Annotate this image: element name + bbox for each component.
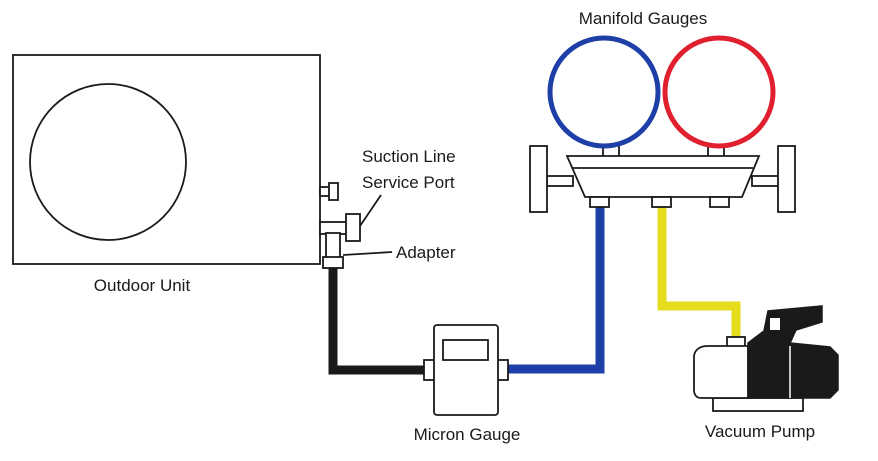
- manifold-low-port: [589, 196, 610, 208]
- manifold-center-port: [651, 196, 672, 208]
- vacuum-pump-motor: [747, 305, 839, 399]
- micron-gauge-label: Micron Gauge: [414, 425, 521, 444]
- micron-gauge-body: [433, 324, 499, 416]
- right-valve-knob: [777, 145, 796, 213]
- manifold-body: [565, 155, 761, 198]
- vacuum-pump-handle-gap: [770, 318, 780, 330]
- vacuum-pump-label: Vacuum Pump: [705, 422, 815, 441]
- manifold-high-port: [709, 196, 730, 208]
- manifold-gauges-label: Manifold Gauges: [579, 9, 708, 28]
- outdoor-unit: [12, 54, 321, 265]
- upper-port-cap: [328, 182, 339, 201]
- adapter-label: Adapter: [396, 243, 456, 262]
- adapter-body: [325, 232, 341, 259]
- micron-gauge: [423, 324, 509, 416]
- suction-port-leader: [359, 194, 382, 227]
- yellow-hose: [657, 205, 741, 340]
- blue-hose: [504, 205, 605, 374]
- adapter-leader: [342, 251, 393, 256]
- vacuum-pump: [693, 305, 839, 412]
- manifold-gauges: [529, 35, 796, 213]
- adapter-nut: [322, 256, 344, 269]
- outdoor-unit-label: Outdoor Unit: [94, 276, 191, 295]
- service-port-label: Service Port: [362, 173, 455, 192]
- service-port-assembly: [319, 182, 361, 269]
- left-valve-knob: [529, 145, 548, 213]
- micron-gauge-display: [442, 339, 489, 361]
- right-valve-shaft: [751, 175, 781, 187]
- suction-port-cap: [345, 213, 361, 242]
- black-hose: [328, 268, 428, 375]
- vacuum-pump-base: [712, 397, 804, 412]
- vacuum-pump-housing: [693, 345, 749, 399]
- high-side-gauge: [662, 35, 776, 149]
- outdoor-unit-fan: [29, 83, 187, 241]
- suction-line-label: Suction Line: [362, 147, 456, 166]
- left-valve-shaft: [546, 175, 574, 187]
- low-side-gauge: [547, 35, 661, 149]
